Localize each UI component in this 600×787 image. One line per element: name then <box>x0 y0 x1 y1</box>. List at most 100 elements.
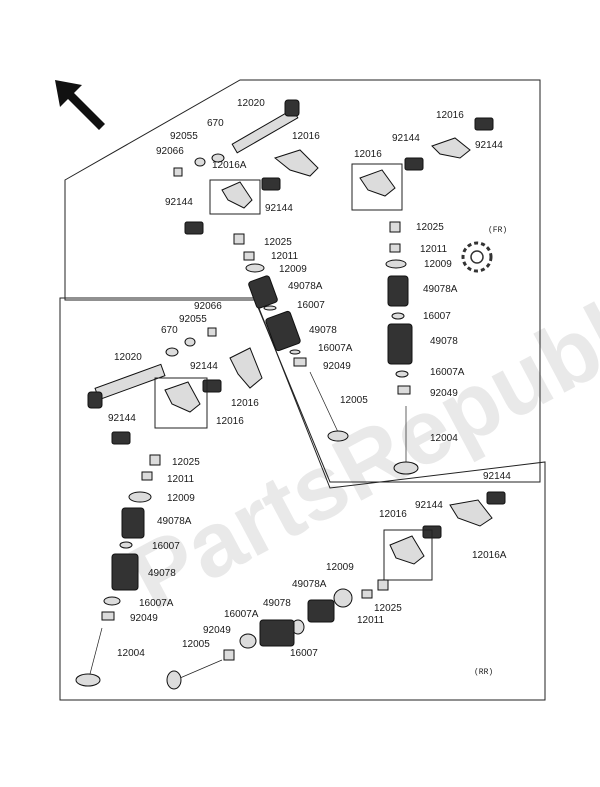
part-number-label: 670 <box>161 325 178 336</box>
tappet-12025-left <box>149 454 161 466</box>
part-number-label: 49078 <box>148 568 176 579</box>
keeper-12011-upper <box>243 251 255 261</box>
rocker-arm-12016-upper <box>273 149 319 177</box>
part-number-label: 16007A <box>430 367 465 378</box>
part-number-label: 49078A <box>423 284 458 295</box>
part-number-label: 12016 <box>231 398 259 409</box>
shim-92144-left-a <box>202 379 222 393</box>
shim-92144-ur-a <box>474 117 494 131</box>
rocker-arm-12016-left-a <box>229 347 263 389</box>
part-number-label: 92066 <box>156 146 184 157</box>
seat-16007-upper <box>263 305 277 311</box>
reference-code-tag: (RR) <box>474 668 493 677</box>
part-number-label: 12016 <box>354 149 382 160</box>
o-ring-92055-upper <box>194 157 206 167</box>
part-number-label: 92144 <box>190 361 218 372</box>
part-number-label: 92144 <box>475 140 503 151</box>
shim-92144-left-b <box>111 431 131 445</box>
part-number-label: 12016 <box>292 131 320 142</box>
part-number-label: 16007 <box>297 300 325 311</box>
seal-92049-ur <box>397 385 411 395</box>
part-number-label: 12005 <box>182 639 210 650</box>
upper-labels: 12020 670 92055 92066 12016A 12016 92144… <box>156 98 368 406</box>
part-number-label: 12009 <box>326 562 354 573</box>
part-number-label: 12009 <box>167 493 195 504</box>
spring-49078a-left <box>121 507 145 539</box>
rocker-shaft-left <box>87 363 166 409</box>
part-number-label: 12025 <box>374 603 402 614</box>
spring-49078a-ur <box>387 275 409 307</box>
part-number-label: 92066 <box>194 301 222 312</box>
seat-16007a-upper <box>289 349 301 355</box>
seat-16007-left <box>119 541 133 549</box>
part-number-label: 92049 <box>203 625 231 636</box>
retainer-12009-lr <box>333 588 353 608</box>
rocker-arm-12016a-lr <box>449 499 493 527</box>
rocker-arm-12016a-upper <box>209 179 261 215</box>
gear-icon <box>461 241 493 273</box>
part-number-label: 12004 <box>430 433 458 444</box>
shim-92144-lr-a <box>486 491 506 505</box>
part-number-label: 12011 <box>271 251 299 262</box>
part-number-label: 16007 <box>290 648 318 659</box>
cap-92066-left <box>207 327 217 337</box>
o-ring-670-upper <box>211 153 225 163</box>
part-number-label: 12016 <box>379 509 407 520</box>
seat-16007a-left <box>103 596 121 606</box>
part-number-label: 49078 <box>263 598 291 609</box>
upper-right-labels: 12016 92144 12016 92144 12025 12011 1200… <box>354 110 507 444</box>
shim-92144-upper-a <box>261 177 281 191</box>
seat-16007-ur <box>391 312 405 320</box>
valve-12005-lr <box>166 659 223 690</box>
part-number-label: 12011 <box>357 615 385 626</box>
keeper-12011-ur <box>389 243 401 253</box>
retainer-12009-left <box>128 491 152 503</box>
part-number-label: 92049 <box>323 361 351 372</box>
tappet-12025-ur <box>389 221 401 233</box>
rocker-arm-12016-left-b <box>154 377 208 429</box>
part-number-label: 12009 <box>424 259 452 270</box>
retainer-12009-ur <box>385 259 407 269</box>
shim-92144-upper-b <box>184 221 204 235</box>
part-number-label: 16007A <box>139 598 174 609</box>
part-number-label: 92055 <box>170 131 198 142</box>
part-number-label: 92144 <box>415 500 443 511</box>
part-number-label: 12020 <box>114 352 142 363</box>
tappet-12025-upper <box>233 233 245 245</box>
left-labels: 92066 92055 670 12020 92144 12016 92144 … <box>108 301 259 659</box>
part-number-label: 12004 <box>117 648 145 659</box>
front-marker-tag: (FR) <box>488 226 507 235</box>
part-number-label: 12009 <box>279 264 307 275</box>
spring-49078-ur <box>387 323 413 365</box>
part-number-label: 92144 <box>392 133 420 144</box>
part-number-label: 12025 <box>172 457 200 468</box>
spring-49078a-lr <box>307 599 335 623</box>
upper-frame <box>64 79 541 483</box>
seal-92049-upper <box>293 357 307 367</box>
part-number-label: 49078A <box>157 516 192 527</box>
upper-right-parts <box>351 117 494 475</box>
part-number-label: 12016 <box>216 416 244 427</box>
part-number-label: 12016A <box>212 160 247 171</box>
part-number-label: 12011 <box>420 244 448 255</box>
keeper-12011-lr <box>361 589 373 599</box>
part-number-label: 49078 <box>309 325 337 336</box>
front-direction-arrow-icon <box>55 80 105 130</box>
seat-16007a-ur <box>395 370 409 378</box>
lower-right-parts <box>166 491 506 690</box>
shim-92144-ur-b <box>404 157 424 171</box>
seal-92049-lr <box>223 649 235 661</box>
part-number-label: 12011 <box>167 474 195 485</box>
rocker-arm-12016-ur <box>431 137 471 159</box>
part-number-label: 49078A <box>292 579 327 590</box>
part-number-label: 92049 <box>130 613 158 624</box>
seat-16007a-lr <box>239 633 257 649</box>
valve-12004-left <box>75 627 103 687</box>
part-number-label: 670 <box>207 118 224 129</box>
keeper-12011-left <box>141 471 153 481</box>
tappet-12025-lr <box>377 579 389 591</box>
part-number-label: 49078A <box>288 281 323 292</box>
spring-49078-left <box>111 553 139 591</box>
spring-49078a-upper <box>248 275 278 309</box>
part-number-label: 12016A <box>472 550 507 561</box>
